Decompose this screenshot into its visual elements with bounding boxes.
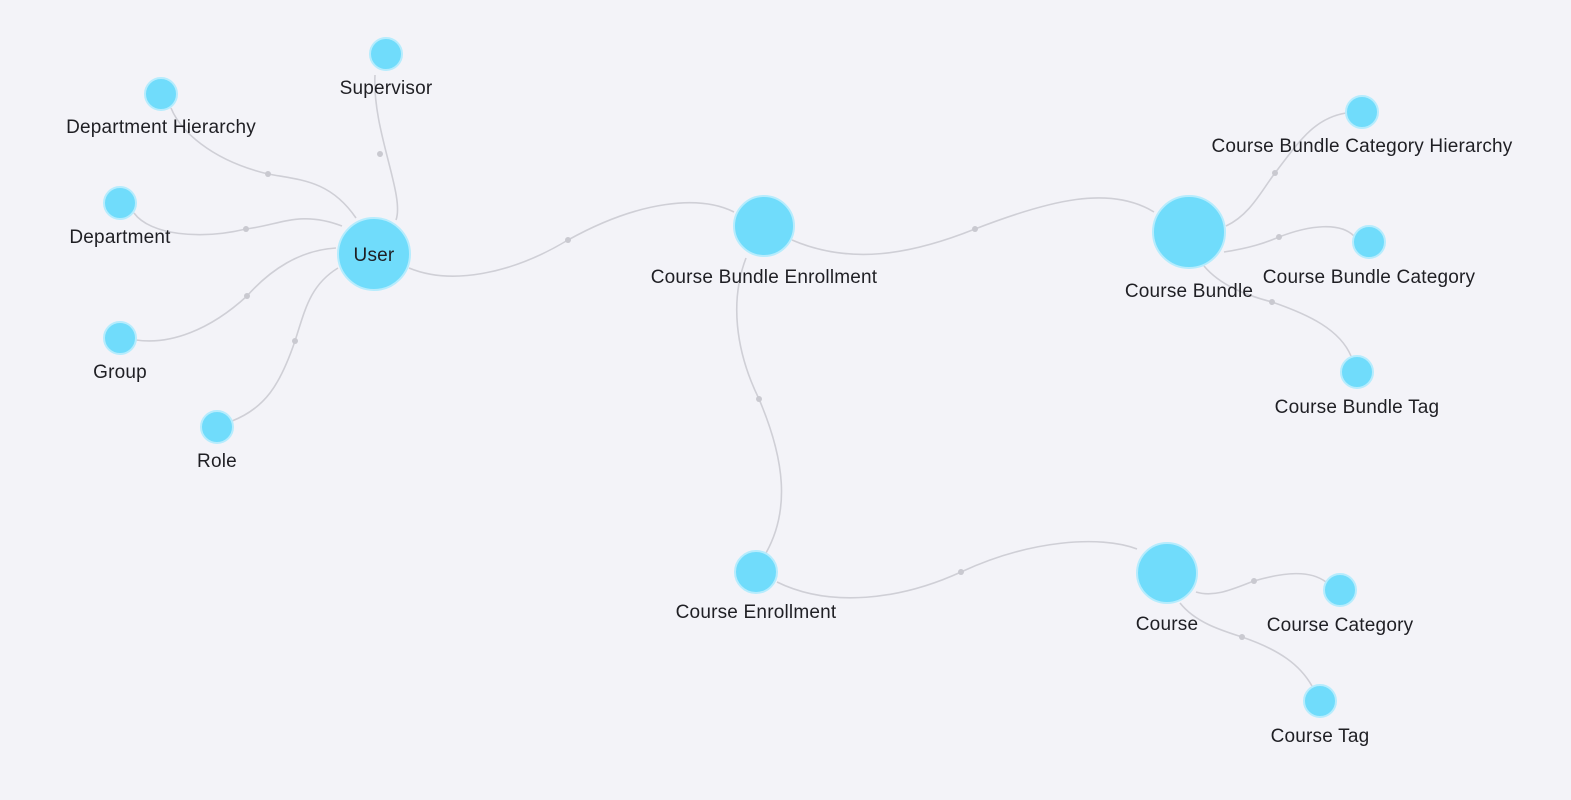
edge-midpoint-dot xyxy=(292,338,298,344)
edge-line xyxy=(231,267,339,422)
node-circle[interactable] xyxy=(1152,195,1226,269)
edge-midpoint-dot xyxy=(377,151,383,157)
node-label: User xyxy=(354,245,395,266)
edge-line xyxy=(791,197,1155,256)
node-course-bundle-tag[interactable]: Course Bundle Tag xyxy=(1275,355,1440,418)
edge-user-to-supervisor xyxy=(374,74,399,221)
edge-course-to-course-category xyxy=(1195,572,1327,595)
edge-course-bundle-enrollment-to-course-enrollment xyxy=(735,257,783,554)
edge-user-to-course-bundle-enrollment xyxy=(408,201,735,277)
edge-midpoint-dot xyxy=(1239,634,1245,640)
edge-midpoint-dot xyxy=(265,171,271,177)
node-label: Course Bundle Enrollment xyxy=(651,267,878,288)
edge-midpoint-dot xyxy=(1272,170,1278,176)
node-label: Course Bundle Tag xyxy=(1275,397,1440,418)
edge-user-to-department-hierarchy xyxy=(170,107,357,219)
node-label: Course Tag xyxy=(1271,726,1370,747)
node-supervisor[interactable]: Supervisor xyxy=(340,37,433,99)
node-circle[interactable] xyxy=(200,410,234,444)
node-circle[interactable] xyxy=(103,321,137,355)
edge-course-bundle-to-course-bundle-category xyxy=(1223,225,1355,253)
node-circle[interactable] xyxy=(1303,684,1337,718)
node-course-tag[interactable]: Course Tag xyxy=(1271,684,1370,747)
node-label: Course Bundle Category Hierarchy xyxy=(1211,136,1512,157)
edge-user-to-department xyxy=(133,212,343,236)
node-user[interactable]: User xyxy=(337,217,411,291)
node-label: Department xyxy=(69,227,171,248)
edge-course-enrollment-to-course xyxy=(776,540,1138,599)
edge-line xyxy=(374,74,399,221)
node-course-category[interactable]: Course Category xyxy=(1267,573,1414,636)
edge-line xyxy=(1223,225,1355,253)
edge-course-to-course-tag xyxy=(1179,602,1313,687)
node-circle[interactable] xyxy=(1345,95,1379,129)
node-label: Course Category xyxy=(1267,615,1414,636)
node-label: Group xyxy=(93,362,147,383)
node-label: Supervisor xyxy=(340,78,433,99)
edges-layer xyxy=(133,74,1355,687)
edge-midpoint-dot xyxy=(565,237,571,243)
edge-line xyxy=(735,257,783,554)
edge-line xyxy=(776,540,1138,599)
node-circle[interactable] xyxy=(337,217,411,291)
node-circle[interactable] xyxy=(1340,355,1374,389)
node-label: Course Bundle Category xyxy=(1263,267,1476,288)
node-label: Course xyxy=(1136,614,1198,635)
node-circle[interactable] xyxy=(103,186,137,220)
edge-user-to-role xyxy=(231,267,339,422)
node-label: Course Enrollment xyxy=(676,602,837,623)
edge-line xyxy=(1225,112,1347,227)
edge-course-bundle-enrollment-to-course-bundle xyxy=(791,197,1155,256)
node-course-bundle-enrollment[interactable]: Course Bundle Enrollment xyxy=(651,195,878,288)
edge-course-bundle-to-course-bundle-tag xyxy=(1203,265,1352,357)
node-course-bundle-category-hierarchy[interactable]: Course Bundle Category Hierarchy xyxy=(1211,95,1513,157)
edge-course-bundle-to-course-bundle-category-hierarchy xyxy=(1225,112,1347,227)
node-circle[interactable] xyxy=(1136,542,1198,604)
edge-midpoint-dot xyxy=(958,569,964,575)
edge-midpoint-dot xyxy=(1269,299,1275,305)
node-role[interactable]: Role xyxy=(197,410,237,472)
node-circle[interactable] xyxy=(369,37,403,71)
node-label: Course Bundle xyxy=(1125,281,1253,302)
node-circle[interactable] xyxy=(734,550,778,594)
node-circle[interactable] xyxy=(1323,573,1357,607)
edge-line xyxy=(408,201,735,277)
node-department[interactable]: Department xyxy=(69,186,171,248)
node-course[interactable]: Course xyxy=(1136,542,1198,635)
node-course-enrollment[interactable]: Course Enrollment xyxy=(676,550,837,623)
node-label: Department Hierarchy xyxy=(66,117,256,138)
edge-midpoint-dot xyxy=(756,396,762,402)
node-department-hierarchy[interactable]: Department Hierarchy xyxy=(66,77,256,138)
edge-user-to-group xyxy=(135,247,337,342)
edge-midpoint-dot xyxy=(1276,234,1282,240)
edge-midpoint-dot xyxy=(1251,578,1257,584)
node-circle[interactable] xyxy=(144,77,178,111)
node-course-bundle[interactable]: Course Bundle xyxy=(1125,195,1253,302)
node-course-bundle-category[interactable]: Course Bundle Category xyxy=(1263,225,1476,288)
edge-line xyxy=(135,247,337,342)
edge-midpoint-dot xyxy=(972,226,978,232)
node-circle[interactable] xyxy=(1352,225,1386,259)
edge-line xyxy=(1195,572,1327,595)
node-group[interactable]: Group xyxy=(93,321,147,383)
edge-midpoint-dot xyxy=(244,293,250,299)
node-circle[interactable] xyxy=(733,195,795,257)
node-label: Role xyxy=(197,451,237,472)
edge-midpoint-dot xyxy=(243,226,249,232)
